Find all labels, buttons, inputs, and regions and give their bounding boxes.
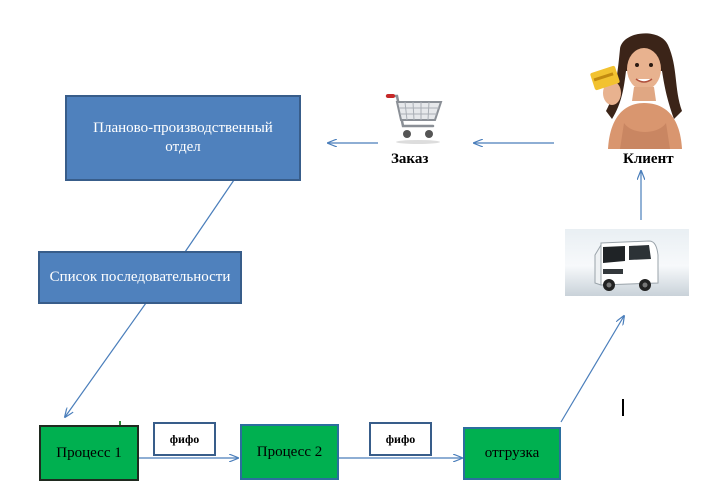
customer-photo: [582, 27, 687, 149]
fifo-1-box[interactable]: фифо: [153, 422, 216, 456]
fifo-2-label: фифо: [385, 431, 416, 446]
process-2-label: Процесс 2: [256, 443, 323, 460]
arrow-sequence-to-process1: [65, 302, 147, 417]
process-1-label: Процесс 1: [56, 444, 122, 461]
client-label: Клиент: [623, 151, 674, 167]
shopping-cart-icon: [385, 94, 443, 144]
line-planning-to-sequence: [184, 179, 235, 253]
shipment-label: отгрузка: [484, 445, 540, 462]
sequence-list-box[interactable]: Список последовательности: [38, 251, 242, 304]
process-2-box[interactable]: Процесс 2: [240, 424, 339, 480]
sequence-list-label: Список последовательности: [49, 269, 231, 286]
planning-department-box[interactable]: Планово-производственный отдел: [65, 95, 301, 181]
fifo-1-label: фифо: [169, 431, 200, 446]
shipment-box[interactable]: отгрузка: [463, 427, 561, 480]
order-label: Заказ: [391, 151, 429, 167]
arrow-shipment-to-van: [560, 316, 624, 423]
delivery-van-icon: [565, 229, 689, 296]
fifo-2-box[interactable]: фифо: [369, 422, 432, 456]
planning-department-label: Планово-производственный отдел: [93, 120, 273, 155]
process-1-box[interactable]: Процесс 1: [39, 425, 139, 481]
